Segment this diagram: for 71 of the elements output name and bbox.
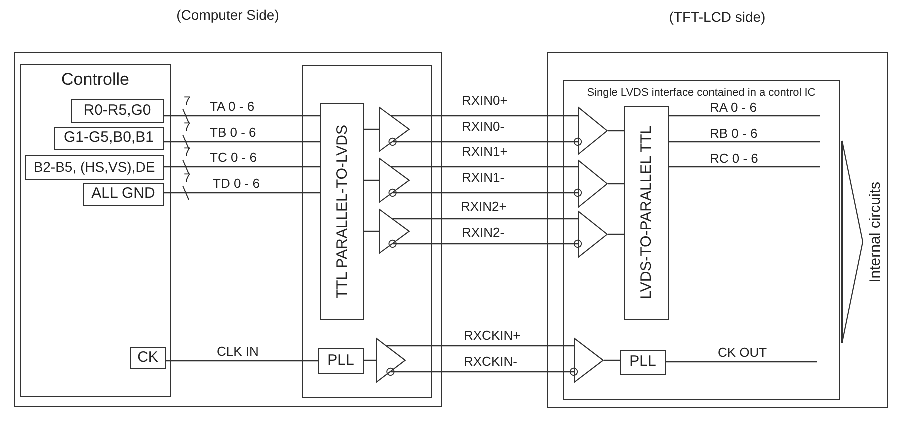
- driver-symbol: [379, 158, 410, 203]
- signal-line: [164, 141, 320, 143]
- bus-width-number: 7: [184, 95, 191, 107]
- signal-name: RXIN2-: [462, 226, 505, 239]
- signal-name: TB 0 - 6: [210, 126, 256, 139]
- signal-name: TD 0 - 6: [213, 177, 260, 190]
- bus-width-number: 7: [184, 172, 191, 184]
- receiver-symbol: [574, 338, 604, 383]
- signal-line: [388, 240, 582, 248]
- signal-box: B2-B5, (HS,VS),DE: [25, 155, 164, 180]
- signal-line: [364, 360, 376, 362]
- signal-line: [669, 141, 820, 143]
- signal-box: ALL GND: [83, 183, 164, 206]
- signal-name: RXIN1+: [462, 145, 508, 158]
- driver-symbol: [376, 338, 406, 383]
- signal-name: TA 0 - 6: [210, 100, 255, 113]
- signal-name: RA 0 - 6: [710, 101, 757, 114]
- signal-line: [391, 166, 578, 168]
- signal-line: [669, 166, 820, 168]
- signal-line: [388, 138, 582, 146]
- signal-name: RXIN0+: [462, 94, 508, 107]
- signal-line: [608, 183, 624, 185]
- block-title: Single LVDS interface contained in a control IC: [587, 88, 816, 99]
- signal-line: [386, 345, 574, 347]
- transmitter-chip-box: [302, 65, 432, 398]
- signal-line: [364, 230, 379, 232]
- signal-line: [386, 368, 578, 376]
- signal-name: RB 0 - 6: [710, 127, 758, 140]
- signal-name: RXIN1-: [462, 171, 505, 184]
- block-label: Internal circuits: [868, 182, 883, 283]
- bus-width-number: 7: [184, 121, 191, 133]
- controller-box: [20, 64, 171, 397]
- signal-name: RXCKIN-: [464, 355, 518, 368]
- signal-line: [608, 130, 624, 132]
- signal-box: R0-R5,G0: [71, 99, 164, 123]
- signal-name: RXCKIN+: [464, 329, 521, 342]
- signal-line: [164, 192, 320, 194]
- signal-name: RC 0 - 6: [710, 152, 758, 165]
- block-title: Controlle: [61, 71, 130, 88]
- signal-box: CK: [130, 347, 166, 369]
- driver-symbol: [379, 107, 410, 152]
- signal-name: CK OUT: [718, 346, 768, 359]
- signal-line: [669, 115, 820, 117]
- signal-name: CLK IN: [217, 345, 259, 358]
- signal-line: [364, 128, 379, 130]
- signal-box: G1-G5,B0,B1: [54, 127, 164, 150]
- signal-line: [164, 115, 320, 117]
- pll-block: PLL: [318, 348, 364, 374]
- side-heading: (Computer Side): [176, 8, 280, 22]
- signal-line: [391, 115, 578, 117]
- pll-block: PLL: [620, 350, 666, 375]
- driver-symbol: [379, 209, 410, 254]
- signal-line: [666, 361, 817, 363]
- receiver-symbol: [578, 160, 608, 208]
- receiver-symbol: [578, 211, 608, 258]
- signal-name: TC 0 - 6: [210, 151, 257, 164]
- converter-block: LVDS-TO-PARALLEL TTL: [624, 106, 669, 320]
- signal-line: [388, 188, 582, 198]
- side-heading: (TFT-LCD side): [669, 10, 766, 24]
- signal-name: RXIN0-: [462, 120, 505, 133]
- signal-name: RXIN2+: [461, 200, 507, 213]
- signal-line: [604, 360, 620, 362]
- signal-line: [392, 218, 578, 220]
- signal-line: [364, 180, 379, 182]
- bus-width-number: 7: [184, 146, 191, 158]
- signal-line: [166, 360, 318, 362]
- signal-line: [164, 166, 320, 168]
- interface-box: [563, 80, 840, 400]
- converter-block: TTL PARALLEL-TO-LVDS: [320, 103, 364, 320]
- signal-line: [608, 234, 624, 236]
- receiver-symbol: [578, 107, 608, 155]
